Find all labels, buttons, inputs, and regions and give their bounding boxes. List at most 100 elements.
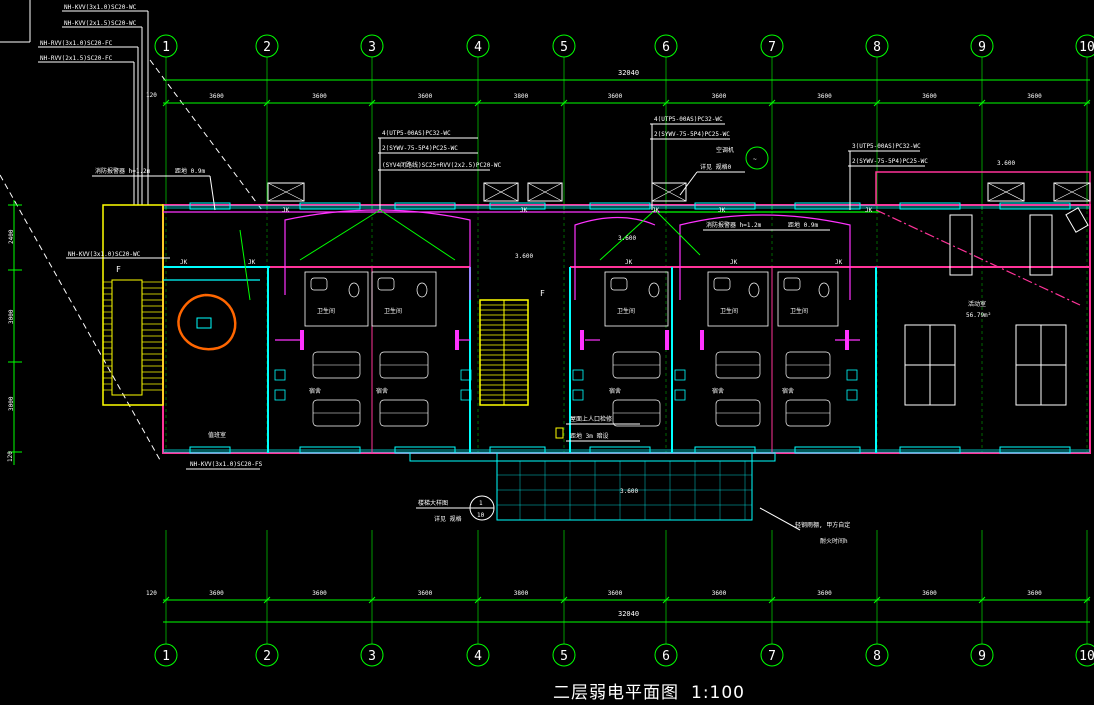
toilet-room-2	[371, 271, 437, 327]
axis-label-10: 10	[1079, 40, 1094, 55]
axis-label-4: 4	[474, 649, 482, 664]
room-activity-area: 56.79m²	[966, 312, 991, 319]
door-mark-5	[700, 330, 704, 350]
span-dimension-3: 3600	[418, 93, 433, 100]
window-bottom-8	[899, 446, 961, 454]
bottom-total-dimension: 32040	[618, 610, 639, 618]
axis-label-9: 9	[978, 649, 986, 664]
span-dimension-7: 3600	[817, 93, 832, 100]
stair-detail-bottom-num: 10	[477, 512, 485, 519]
left-stair: F	[102, 204, 164, 406]
building-walls	[162, 171, 1091, 454]
note-cable-left: NH-KVV(3x1.0)SC20-WC	[68, 251, 141, 258]
axis-label-10: 10	[1079, 649, 1094, 664]
door-mark-4	[665, 330, 669, 350]
drawing-title-text: 二层弱电平面图	[553, 683, 679, 703]
span-dimension-8: 3600	[922, 93, 937, 100]
green-branch-lines	[239, 209, 701, 301]
left-vertical-dimensions: 2400 3000 3000 120	[7, 200, 22, 465]
toilet-room-4	[707, 271, 769, 327]
toilet-room-1	[304, 271, 369, 327]
span-dimension-4: 3800	[514, 590, 529, 597]
note-bundle-a-1: 4(UTP5-00AS)PC32-WC	[382, 130, 451, 137]
axis-label-5: 5	[560, 40, 568, 55]
level-mark-3: 3.600	[997, 160, 1015, 167]
note-bundle-c-2: 2(SYWV-75-5P4)PC25-WC	[852, 158, 928, 165]
cable-label-4: NH-RVV(2x1.5)SC20-FC	[40, 55, 113, 62]
aircon-detail-circle	[745, 146, 769, 170]
window-top-4	[489, 202, 546, 210]
axis-label-4: 4	[474, 40, 482, 55]
jk-tag-4: JK	[520, 207, 528, 214]
level-mark-1: 3.600	[618, 235, 636, 242]
note-canopy-1: 轻钢雨棚, 甲方自定	[795, 521, 850, 529]
window-top-7	[794, 202, 861, 210]
ac-unit-3	[527, 182, 563, 202]
window-bottom-9	[999, 446, 1071, 454]
note-stair-detail-1: 楼梯大样图	[418, 499, 448, 507]
note-fire-box-2: 消防报警器 h=1.2m	[706, 221, 762, 229]
activity-room: 活动室 56.79m²	[904, 207, 1089, 406]
wall-outlet-10	[846, 389, 858, 401]
note-aircon: 空调机	[716, 146, 734, 154]
span-dimension-2: 3600	[312, 590, 327, 597]
note-bundle-a-2: 2(SYWV-75-5P4)PC25-WC	[382, 145, 458, 152]
toilet-label-3: 卫生间	[617, 307, 635, 315]
bed-label-4: 宿舍	[712, 387, 724, 395]
room-left-name: 值班室	[208, 431, 226, 439]
note-stair-detail-2: 详见 规格	[434, 515, 462, 523]
note-bundle-a-3: (SYV4闭路线)SC25+RVV(2x2.5)PC20-WC	[382, 161, 502, 169]
window-top-8	[899, 202, 961, 210]
level-mark-2: 3.600	[515, 253, 533, 260]
axis-label-1: 1	[162, 40, 170, 55]
span-dimension-9: 3600	[1027, 590, 1042, 597]
ac-unit-1	[267, 182, 305, 202]
axis-label-7: 7	[768, 649, 776, 664]
note-cable-bottom: NH-KVV(3x1.0)SC20-FS	[190, 461, 263, 468]
jk-tag-2: JK	[248, 259, 256, 266]
cable-label-3: NH-RVV(3x1.0)SC20-FC	[40, 40, 113, 47]
span-dimension-6: 3600	[712, 93, 727, 100]
span-dimension-5: 3600	[608, 93, 623, 100]
span-dimension-4: 3800	[514, 93, 529, 100]
door-mark-6	[845, 330, 849, 350]
bed-label-2: 宿舍	[376, 387, 388, 395]
wall-outlet-4	[674, 369, 686, 381]
jk-tag-8: JK	[652, 207, 660, 214]
note-bundle-b-2: 2(SYWV-75-5P4)PC25-WC	[654, 131, 730, 138]
note-fire-box-1-dist: 距地 0.9m	[175, 167, 205, 175]
span-dimension-1: 3600	[209, 590, 224, 597]
jk-tag-6: JK	[730, 259, 738, 266]
door-mark-1	[300, 330, 304, 350]
annotations: 消防报警器 h=1.2m 距地 0.9m NH-KVV(3x1.0)SC20-W…	[66, 116, 1015, 545]
ac-unit-crosses	[267, 182, 1091, 202]
top-left-cable-legend: NH-KVV(3x1.0)SC20-WC NH-KVV(2x1.5)SC20-W…	[0, 0, 263, 461]
toilet-label-4: 卫生间	[720, 307, 738, 315]
jk-tag-5: JK	[625, 259, 633, 266]
ac-unit-6	[1053, 182, 1091, 202]
middle-stair: F	[479, 289, 545, 406]
wall-outlet-3	[572, 369, 584, 381]
wall-outlet-8	[572, 389, 584, 401]
window-top-6	[694, 202, 756, 210]
window-top-5	[589, 202, 651, 210]
axis-label-9: 9	[978, 40, 986, 55]
window-bottom-7	[794, 446, 861, 454]
axis-label-3: 3	[368, 649, 376, 664]
toilet-label-1: 卫生间	[317, 307, 335, 315]
axis-label-8: 8	[873, 40, 881, 55]
window-top-3	[394, 202, 456, 210]
toilet-room-3	[604, 271, 669, 327]
note-bundle-c-1: 3(UTP5-00AS)PC32-WC	[852, 143, 921, 150]
cable-label-2: NH-KVV(2x1.5)SC20-WC	[64, 20, 137, 27]
axis-label-5: 5	[560, 649, 568, 664]
vdim-3000-b: 3000	[8, 396, 15, 411]
vdim-120: 120	[7, 451, 14, 462]
note-canopy-2: 耐火时间h	[820, 537, 848, 545]
door-mark-2	[455, 330, 459, 350]
